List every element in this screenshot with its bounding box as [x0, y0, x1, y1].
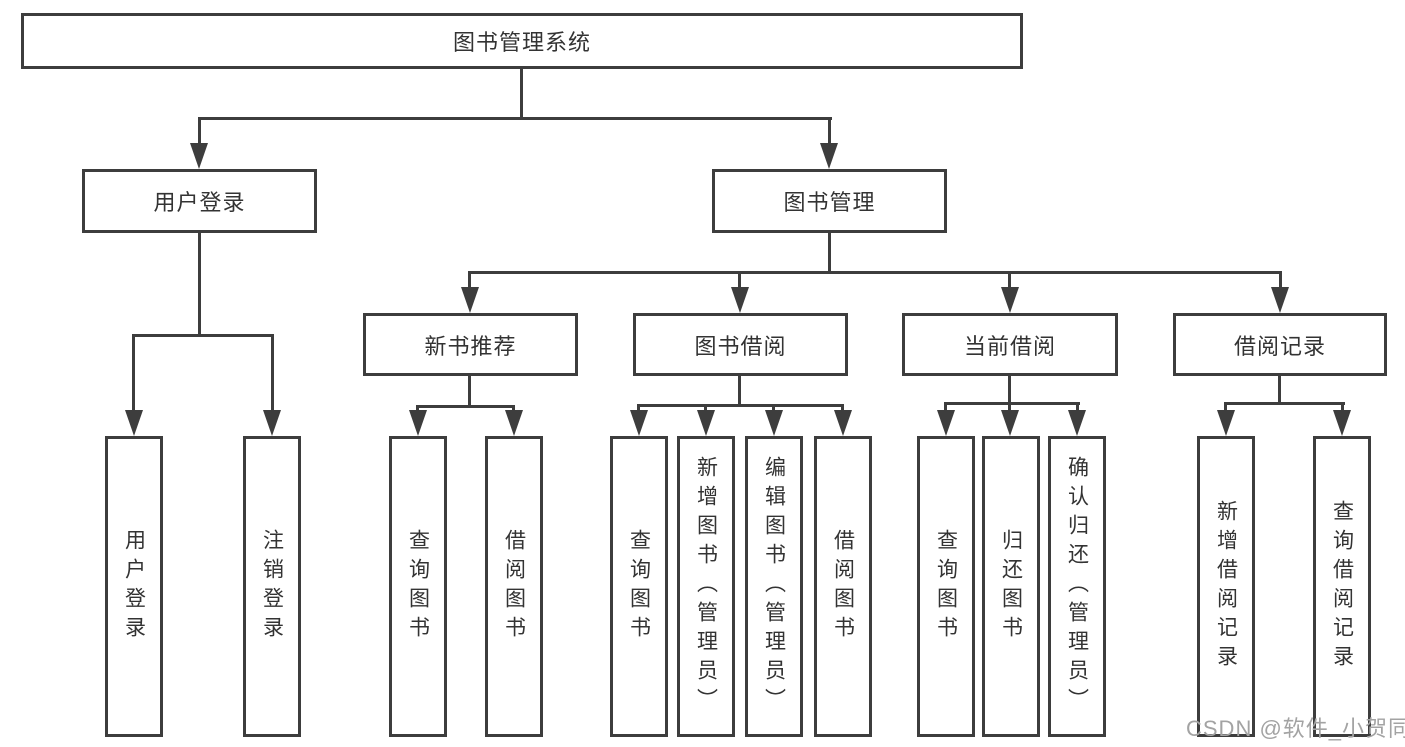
connector-line [520, 69, 523, 120]
arrow-down-icon [731, 287, 749, 313]
leaf-br-query-record: 查询借阅记录 [1313, 436, 1371, 737]
connector-line [416, 405, 515, 408]
connector-line [1224, 402, 1227, 412]
node-book-mgmt: 图书管理 [712, 169, 947, 233]
connector-line [1076, 402, 1079, 412]
arrow-down-icon [937, 410, 955, 436]
node-user-login: 用户登录 [82, 169, 317, 233]
connector-line [198, 233, 201, 337]
connector-line [841, 404, 844, 414]
connector-line [738, 271, 741, 291]
node-book-borrow-label: 图书借阅 [694, 333, 787, 359]
arrow-down-icon [409, 410, 427, 436]
leaf-bb-edit-books-admin: 编辑图书（管理员） [745, 436, 803, 737]
connector-line [132, 334, 274, 337]
leaf-br-add-record-label: 新增借阅记录 [1214, 499, 1238, 674]
node-borrow-records: 借阅记录 [1173, 313, 1387, 376]
node-user-login-label: 用户登录 [153, 190, 246, 215]
connector-line [132, 334, 135, 416]
leaf-bb-add-books-admin: 新增图书（管理员） [677, 436, 735, 737]
arrow-down-icon [1068, 410, 1086, 436]
csdn-watermark: CSDN @软件_小贺同学 [1186, 716, 1405, 741]
connector-line [772, 404, 775, 414]
connector-line [1279, 271, 1282, 291]
leaf-bb-borrow-books-label: 借阅图书 [831, 528, 855, 645]
leaf-cb-confirm-return-admin-label: 确认归还（管理员） [1065, 456, 1089, 717]
leaf-nb-query-books: 查询图书 [389, 436, 447, 737]
leaf-bb-query-books-label: 查询图书 [627, 528, 651, 645]
leaf-logout: 注销登录 [243, 436, 301, 737]
connector-line [468, 271, 471, 291]
connector-line [828, 117, 831, 147]
arrow-down-icon [1217, 410, 1235, 436]
leaf-bb-add-books-admin-label: 新增图书（管理员） [694, 456, 718, 717]
leaf-cb-query-books: 查询图书 [917, 436, 975, 737]
connector-line [944, 402, 947, 412]
connector-line [1008, 376, 1011, 405]
node-root-label: 图书管理系统 [452, 30, 591, 55]
arrow-down-icon [263, 410, 281, 436]
leaf-user-login-label: 用户登录 [122, 528, 146, 645]
arrow-down-icon [765, 410, 783, 436]
arrow-down-icon [190, 143, 208, 169]
arrow-down-icon [630, 410, 648, 436]
arrow-down-icon [1333, 410, 1351, 436]
arrow-down-icon [1001, 410, 1019, 436]
arrow-down-icon [505, 410, 523, 436]
leaf-cb-confirm-return-admin: 确认归还（管理员） [1048, 436, 1106, 737]
leaf-br-add-record: 新增借阅记录 [1197, 436, 1255, 737]
node-book-mgmt-label: 图书管理 [783, 190, 876, 215]
connector-line [637, 404, 640, 414]
connector-line [1224, 402, 1345, 405]
leaf-user-login: 用户登录 [105, 436, 163, 737]
leaf-nb-borrow-books-label: 借阅图书 [502, 528, 526, 645]
connector-line [468, 271, 1282, 274]
leaf-nb-borrow-books: 借阅图书 [485, 436, 543, 737]
connector-line [1278, 376, 1281, 405]
arrow-down-icon [1001, 287, 1019, 313]
leaf-nb-query-books-label: 查询图书 [406, 528, 430, 645]
connector-line [198, 117, 201, 147]
leaf-cb-return-books-label: 归还图书 [999, 528, 1023, 645]
connector-line [637, 404, 844, 407]
leaf-bb-borrow-books: 借阅图书 [814, 436, 872, 737]
connector-line [468, 376, 471, 408]
connector-line [271, 334, 274, 416]
connector-line [198, 117, 832, 120]
leaf-cb-return-books: 归还图书 [982, 436, 1040, 737]
arrow-down-icon [125, 410, 143, 436]
node-current-borrow: 当前借阅 [902, 313, 1118, 376]
leaf-cb-query-books-label: 查询图书 [934, 528, 958, 645]
arrow-down-icon [461, 287, 479, 313]
connector-line [1008, 402, 1011, 412]
leaf-br-query-record-label: 查询借阅记录 [1330, 499, 1354, 674]
connector-line [944, 402, 1080, 405]
connector-line [1008, 271, 1011, 291]
arrow-down-icon [820, 143, 838, 169]
leaf-bb-query-books: 查询图书 [610, 436, 668, 737]
arrow-down-icon [834, 410, 852, 436]
arrow-down-icon [1271, 287, 1289, 313]
node-current-borrow-label: 当前借阅 [963, 333, 1056, 359]
node-new-books-label: 新书推荐 [424, 333, 517, 359]
leaf-bb-edit-books-admin-label: 编辑图书（管理员） [762, 456, 786, 717]
connector-line [828, 233, 831, 274]
connector-line [704, 404, 707, 414]
connector-line [1341, 402, 1344, 412]
node-book-borrow: 图书借阅 [633, 313, 848, 376]
leaf-logout-label: 注销登录 [260, 528, 284, 645]
node-borrow-records-label: 借阅记录 [1233, 333, 1326, 359]
node-new-books: 新书推荐 [363, 313, 578, 376]
node-root: 图书管理系统 [21, 13, 1023, 69]
arrow-down-icon [697, 410, 715, 436]
connector-line [738, 376, 741, 407]
